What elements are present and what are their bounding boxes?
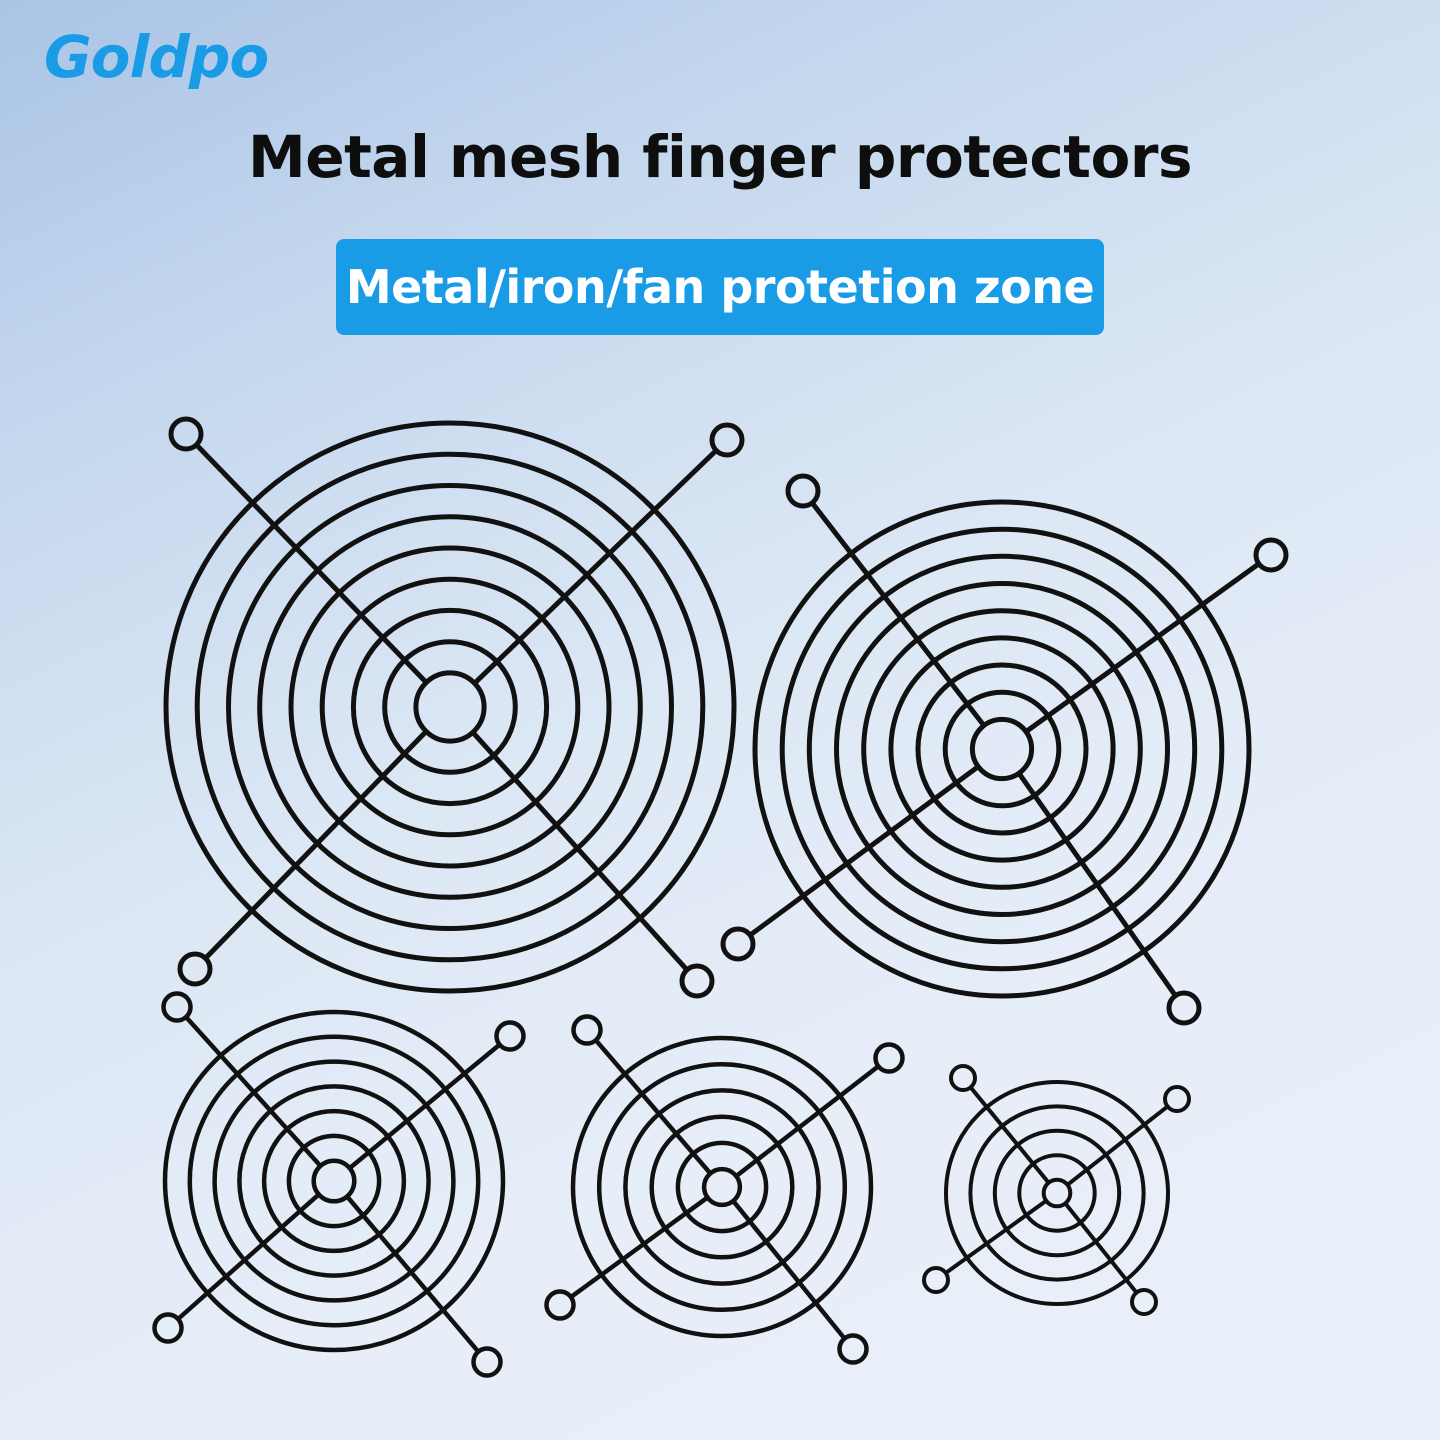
zone-banner-label: Metal/iron/fan protetion zone <box>345 260 1095 314</box>
mounting-eyelet <box>679 963 715 999</box>
guard-spoke <box>731 1199 847 1340</box>
guard-spoke <box>203 729 428 961</box>
guard-ring <box>1017 1153 1097 1233</box>
guard-ring <box>649 1114 795 1260</box>
guard-ring <box>596 1061 848 1313</box>
guard-ring <box>257 514 643 900</box>
guard-spoke <box>748 764 980 938</box>
mounting-eyelet <box>785 473 821 509</box>
guard-ring <box>944 1080 1170 1306</box>
zone-banner: Metal/iron/fan protetion zone <box>336 239 1104 335</box>
mounting-eyelet <box>709 422 745 458</box>
guard-ring <box>319 576 581 838</box>
guard-spoke <box>345 1195 481 1354</box>
guard-ring <box>162 1009 506 1353</box>
guard-ring <box>834 581 1170 917</box>
mounting-eyelet <box>152 1312 184 1344</box>
guard-ring <box>915 662 1089 836</box>
guard-spoke <box>810 501 986 728</box>
guard-ring <box>888 635 1116 863</box>
fan-guard-1 <box>163 416 745 999</box>
guard-spoke <box>969 1086 1051 1184</box>
guard-ring <box>382 639 518 775</box>
mounting-eyelet <box>571 1014 603 1046</box>
guard-spoke <box>348 1042 502 1170</box>
guard-spoke <box>176 1192 321 1321</box>
guard-ring <box>187 1034 481 1328</box>
brand-logo: Goldpo <box>44 23 269 91</box>
guard-ring <box>212 1059 456 1303</box>
guard-spoke <box>944 1199 1048 1275</box>
guard-ring <box>570 1035 874 1339</box>
guard-ring <box>286 1133 382 1229</box>
mounting-eyelet <box>1166 990 1202 1026</box>
guard-spoke <box>184 1015 323 1168</box>
mounting-eyelet <box>922 1266 950 1294</box>
guard-ring <box>350 607 550 807</box>
guard-spoke <box>569 1195 709 1299</box>
guard-ring <box>237 1084 431 1278</box>
guard-ring <box>194 451 706 963</box>
mounting-eyelet <box>177 951 213 987</box>
mounting-eyelet <box>161 991 193 1023</box>
guard-ring <box>992 1128 1122 1258</box>
mounting-eyelet <box>1130 1288 1158 1316</box>
guard-spoke <box>594 1038 713 1175</box>
mounting-eyelet <box>471 1346 503 1378</box>
guard-ring <box>675 1140 769 1234</box>
guard-ring <box>806 553 1198 945</box>
guard-spoke <box>1024 561 1261 734</box>
mounting-eyelet <box>1163 1085 1191 1113</box>
mounting-eyelet <box>837 1333 869 1365</box>
fan-guard-3 <box>152 991 526 1378</box>
mounting-eyelet <box>720 926 756 962</box>
guard-ring <box>861 608 1143 890</box>
guard-ring <box>288 545 612 869</box>
guard-ring <box>261 1108 407 1254</box>
fan-guard-4 <box>544 1014 905 1365</box>
guard-spoke <box>1066 1104 1169 1187</box>
guard-spoke <box>1063 1202 1139 1294</box>
guard-ring <box>969 716 1035 782</box>
page-title: Metal mesh finger protectors <box>248 123 1192 191</box>
fan-guard-2 <box>720 473 1289 1026</box>
guard-ring <box>413 670 487 744</box>
guard-ring <box>311 1158 357 1204</box>
mounting-eyelet <box>873 1042 905 1074</box>
fan-guard-5 <box>922 1064 1191 1316</box>
guard-spoke <box>472 448 718 686</box>
mounting-eyelet <box>168 416 204 452</box>
guard-spoke <box>734 1064 880 1178</box>
guard-spoke <box>1016 771 1178 998</box>
guard-spoke <box>470 730 689 972</box>
guard-ring <box>779 526 1225 972</box>
guard-ring <box>752 499 1252 999</box>
guard-ring <box>968 1104 1146 1282</box>
guard-spoke <box>194 443 429 685</box>
mounting-eyelet <box>1253 537 1289 573</box>
guard-ring <box>163 420 737 994</box>
mounting-eyelet <box>544 1289 576 1321</box>
mounting-eyelet <box>494 1020 526 1052</box>
guard-ring <box>942 689 1062 809</box>
guard-ring <box>623 1088 821 1286</box>
guard-ring <box>226 483 674 931</box>
guard-ring <box>701 1166 743 1208</box>
guard-ring <box>1041 1177 1073 1209</box>
mounting-eyelet <box>949 1064 977 1092</box>
